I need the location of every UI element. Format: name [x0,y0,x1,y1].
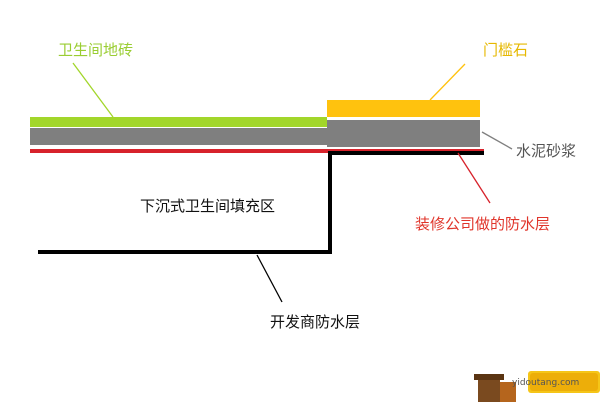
mortar-label: 水泥砂浆 [516,142,576,160]
tile-leader [72,62,114,118]
dev-waterproof-leader [256,254,283,303]
tile-label: 卫生间地砖 [58,41,133,59]
decor-waterproof-leader [457,152,491,204]
mortar-layer-right [327,120,480,147]
dev-waterproof-line [38,151,484,254]
decor-waterproof-label: 装修公司做的防水层 [415,215,550,233]
tile-layer [30,117,327,127]
dev-waterproof-label: 开发商防水层 [270,313,360,331]
mortar-layer-left [30,128,327,145]
threshold-leader [429,63,466,101]
threshold-label: 门槛石 [483,41,528,59]
watermark-logo: yidoutang.com [474,371,600,402]
threshold-stone-layer [327,100,480,117]
fill-zone-label: 下沉式卫生间填充区 [140,197,275,215]
mortar-leader [481,131,513,150]
watermark-url: yidoutang.com [512,378,579,388]
